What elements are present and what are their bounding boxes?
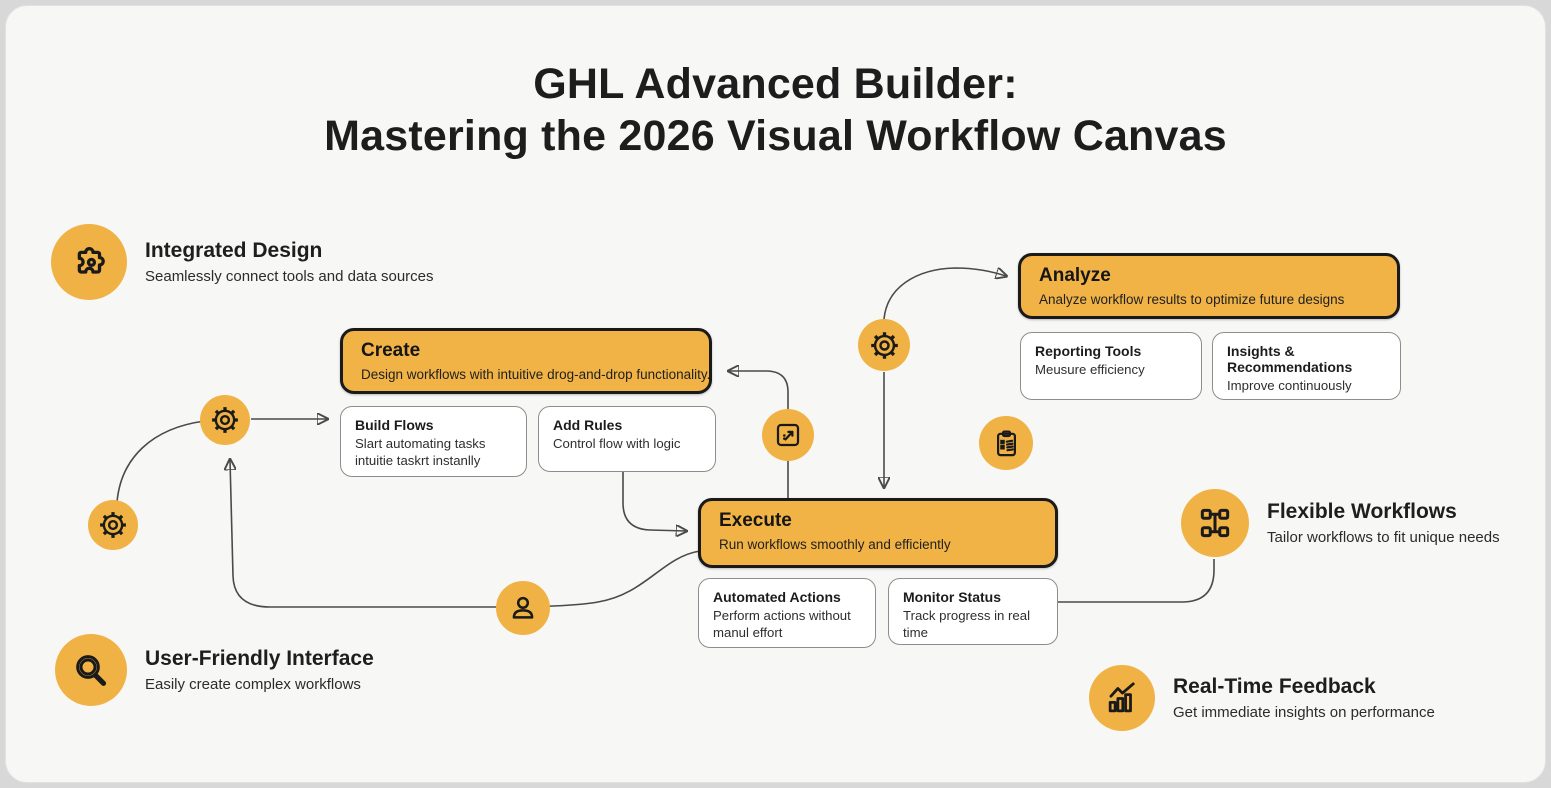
feature-integrated-design: Integrated Design Seamlessly connect too… [51,224,434,300]
subnode-title: Add Rules [553,417,623,433]
feature-title: Integrated Design [145,239,323,262]
gear-icon [200,395,250,445]
subnode-title: Build Flows [355,417,434,433]
subnode-text: Control flow with logic [553,436,681,451]
feature-user-friendly-text: User-Friendly Interface Easily create co… [145,647,374,693]
flow-node-analyze: Analyze Analyze workflow results to opti… [1018,253,1400,319]
page-title: GHL Advanced Builder: Mastering the 2026… [0,58,1551,163]
feature-subtitle: Seamlessly connect tools and data source… [145,268,434,285]
subnode-title: Monitor Status [903,589,1001,605]
subnode-text: Perform actions without manul effort [713,608,851,640]
feature-title: Real-Time Feedback [1173,675,1376,698]
connector-monitor-to-flexible [1058,559,1215,603]
feature-subtitle: Get immediate insights on performance [1173,704,1435,721]
person-icon [496,581,550,635]
gear-icon [88,500,138,550]
subnode-title: Reporting Tools [1035,343,1142,359]
flow-subnode-insights-recommendations: Insights & Recommendations Improve conti… [1212,332,1401,400]
subnode-text: Track progress in real time [903,608,1031,640]
flow-node-create: Create Design workflows with intuitive d… [340,328,712,394]
subnode-text: Slart automating tasks intuitie taskrt i… [355,436,486,468]
feature-real-time-feedback: Real-Time Feedback Get immediate insight… [1089,665,1435,731]
subnode-text: Meusure efficiency [1035,362,1145,377]
page-title-line2: Mastering the 2026 Visual Workflow Canva… [324,112,1227,161]
flow-node-title: Execute [719,510,792,531]
subnode-title: Automated Actions [713,589,841,605]
subnode-title: Insights & Recommendations [1227,343,1353,375]
page-title-line1: GHL Advanced Builder: [533,60,1018,108]
flow-subnode-build-flows: Build Flows Slart automating tasks intui… [340,406,527,477]
flow-subnode-automated-actions: Automated Actions Perform actions withou… [698,578,876,648]
flow-node-subtitle: Run workflows smoothly and efficiently [719,537,951,552]
flow-subnode-reporting-tools: Reporting Tools Meusure efficiency [1020,332,1202,400]
magnifier-icon [55,634,127,706]
clipboard-icon [979,416,1033,470]
workflow-nodes-icon [1181,489,1249,557]
feature-title: Flexible Workflows [1267,500,1457,523]
bar-chart-icon [1089,665,1155,731]
subnode-text: Improve continuously [1227,378,1352,393]
gear-icon [858,319,910,371]
edit-note-icon [762,409,814,461]
flow-node-subtitle: Analyze workflow results to optimize fut… [1039,292,1345,307]
connector-gear-to-analyze [883,267,1006,320]
flow-node-title: Analyze [1039,265,1111,286]
feature-flexible-workflows: Flexible Workflows Tailor workflows to f… [1181,489,1500,557]
feature-subtitle: Easily create complex workflows [145,676,361,693]
puzzle-icon [51,224,127,300]
connector-gear-to-gear [116,420,206,503]
flow-node-subtitle: Design workflows with intuitive drog-and… [361,367,711,382]
feature-user-friendly-interface: User-Friendly Interface Easily create co… [55,634,374,706]
feature-integrated-design-text: Integrated Design Seamlessly connect too… [145,239,434,285]
connector-execute-loop-to-gear [230,460,701,608]
feature-title: User-Friendly Interface [145,647,374,670]
flow-subnode-monitor-status: Monitor Status Track progress in real ti… [888,578,1058,645]
feature-subtitle: Tailor workflows to fit unique needs [1267,529,1500,546]
connector-add-rules-to-execute [622,472,686,531]
flow-node-title: Create [361,340,421,361]
connector-execute-to-create [729,371,789,498]
flow-node-execute: Execute Run workflows smoothly and effic… [698,498,1058,568]
feature-real-time-feedback-text: Real-Time Feedback Get immediate insight… [1173,675,1435,721]
feature-flexible-workflows-text: Flexible Workflows Tailor workflows to f… [1267,500,1500,546]
flow-subnode-add-rules: Add Rules Control flow with logic [538,406,716,472]
